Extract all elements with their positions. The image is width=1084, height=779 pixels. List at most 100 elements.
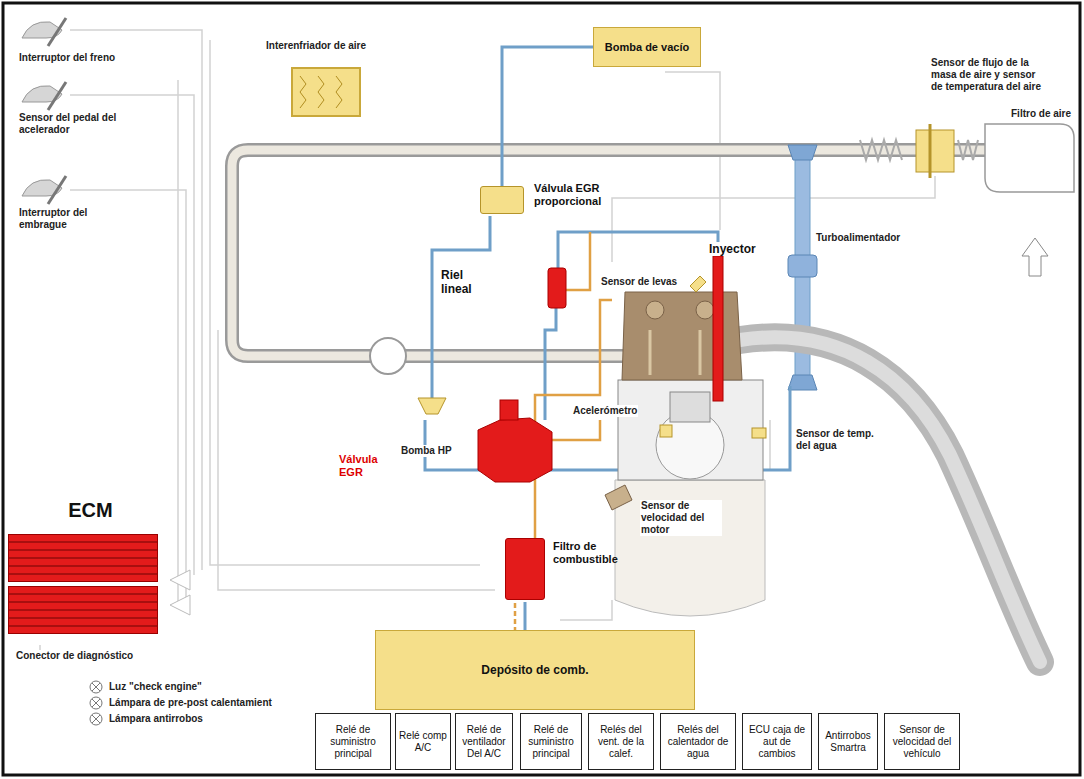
warning-lamp	[90, 681, 102, 725]
engine-block	[696, 301, 714, 319]
maf-sensor	[860, 124, 978, 178]
engine-block	[615, 480, 765, 616]
vacuum-line	[545, 308, 556, 420]
engine-block	[622, 292, 742, 380]
ecm-input-arrow	[170, 595, 190, 615]
warning-lamp	[92, 715, 100, 723]
maf-sensor	[916, 130, 954, 172]
relay-box: Relé comp A/C	[395, 713, 451, 770]
duct-junction	[370, 338, 406, 374]
pedal-icon	[22, 18, 66, 46]
vacuum-line	[558, 232, 718, 268]
signal-wire	[70, 30, 202, 570]
engine-block	[615, 292, 765, 616]
hp-pump	[478, 418, 552, 482]
hp-pump	[478, 400, 552, 482]
cam-sensor	[690, 276, 706, 292]
part-label: Sensor de velocidad del motor	[640, 500, 722, 536]
node-text: Sensor de velocidad del vehículo	[888, 724, 956, 760]
signal-wire	[612, 176, 935, 262]
signal-wire	[769, 420, 771, 470]
air-filter	[985, 124, 1074, 192]
signal-wire	[177, 80, 179, 605]
part-label: Filtro de aire	[1010, 108, 1072, 120]
ecm-unit: ECM	[8, 494, 173, 644]
part-label: Lámpara de pre-post calentamient	[108, 697, 273, 709]
component-shape	[480, 186, 524, 214]
maf-sensor	[929, 124, 932, 178]
relay-box: Sensor de velocidad del vehículo	[884, 713, 960, 770]
air-filter	[1022, 238, 1048, 276]
fuel-line	[566, 232, 590, 290]
fuel-rail	[548, 268, 566, 308]
exhaust-pipe	[740, 337, 1040, 662]
signal-wire	[560, 600, 612, 620]
relay-box: Antirrobos Smartra	[818, 713, 878, 770]
part-label: Lámpara antirrobos	[108, 713, 204, 725]
air-duct	[232, 150, 985, 356]
frame	[3, 3, 1080, 775]
vacuum-line	[432, 216, 490, 398]
part-label: Sensor de levas	[600, 276, 678, 288]
air-filter	[985, 124, 1074, 276]
pedal-icon	[48, 176, 66, 204]
warning-lamp	[90, 713, 102, 725]
vacuum-fuel-line	[524, 602, 527, 630]
pedal-icon	[22, 176, 66, 204]
temp-sensor	[752, 428, 766, 438]
node-text: Relé comp A/C	[399, 730, 447, 754]
exhaust-pipe	[740, 337, 1040, 662]
part-label: Acelerómetro	[572, 405, 638, 417]
part-label: Inyector	[708, 242, 757, 256]
part-label: Interruptor del freno	[18, 52, 116, 64]
maf-sensor	[860, 140, 902, 160]
pedal-icon	[48, 82, 66, 110]
component-shape	[505, 538, 545, 600]
engine-block	[646, 301, 664, 319]
ecm-module	[8, 586, 158, 634]
fuel-line	[514, 603, 517, 630]
node-text: Relés del calentador de agua	[664, 724, 732, 760]
part-label: Interruptor del embrague	[18, 207, 130, 231]
engine-block	[650, 330, 700, 375]
part-label: Sensor de flujo de la masa de aire y sen…	[930, 57, 1044, 93]
warning-lamp	[90, 697, 102, 709]
node-text: Relé de suministro principal	[524, 724, 578, 760]
part-label: Conector de diagnóstico	[15, 650, 134, 662]
node-text: Relé de ventilador Del A/C	[459, 724, 509, 760]
hp-pump	[500, 400, 518, 420]
air-duct	[232, 150, 985, 356]
component-box: Bomba de vacío	[593, 27, 701, 67]
engine-block	[670, 392, 710, 422]
intercooler	[292, 68, 360, 116]
node-text: Bomba de vacío	[605, 41, 689, 54]
intercooler	[300, 76, 342, 108]
ecm-input-arrow	[170, 570, 190, 615]
relay-box: Relé de suministro principal	[315, 713, 391, 770]
pedal-icon	[48, 18, 66, 46]
component-box: Filtro de combustible	[503, 538, 653, 602]
part-label: Sensor del pedal del acelerador	[18, 112, 130, 136]
ecm-module	[8, 534, 158, 582]
relay-box: Relé de ventilador Del A/C	[455, 713, 513, 770]
node-text: Relé de suministro principal	[319, 724, 387, 760]
intercooler	[292, 68, 360, 116]
accelerometer	[660, 425, 672, 437]
speed-sensor	[605, 485, 632, 510]
relay-box: ECU caja de aut de cambios	[742, 713, 812, 770]
warning-lamp	[90, 681, 102, 693]
part-label: Turboalimentador	[815, 232, 901, 244]
relay-box: Relés del vent. de la calef.	[588, 713, 654, 770]
maf-sensor	[958, 140, 978, 160]
component-box: Depósito de comb.	[375, 630, 695, 710]
air-duct	[232, 150, 985, 356]
relay-box: Relé de suministro principal	[520, 713, 582, 770]
node-text: Depósito de comb.	[481, 663, 588, 677]
component-box: Válvula EGR proporcional	[478, 180, 602, 222]
component-label: Filtro de combustible	[553, 540, 653, 566]
fuel-line	[535, 300, 612, 538]
part-label: Luz "check engine"	[108, 681, 203, 693]
node-text: Relés del vent. de la calef.	[592, 724, 650, 760]
relay-box: Relés del calentador de agua	[660, 713, 736, 770]
